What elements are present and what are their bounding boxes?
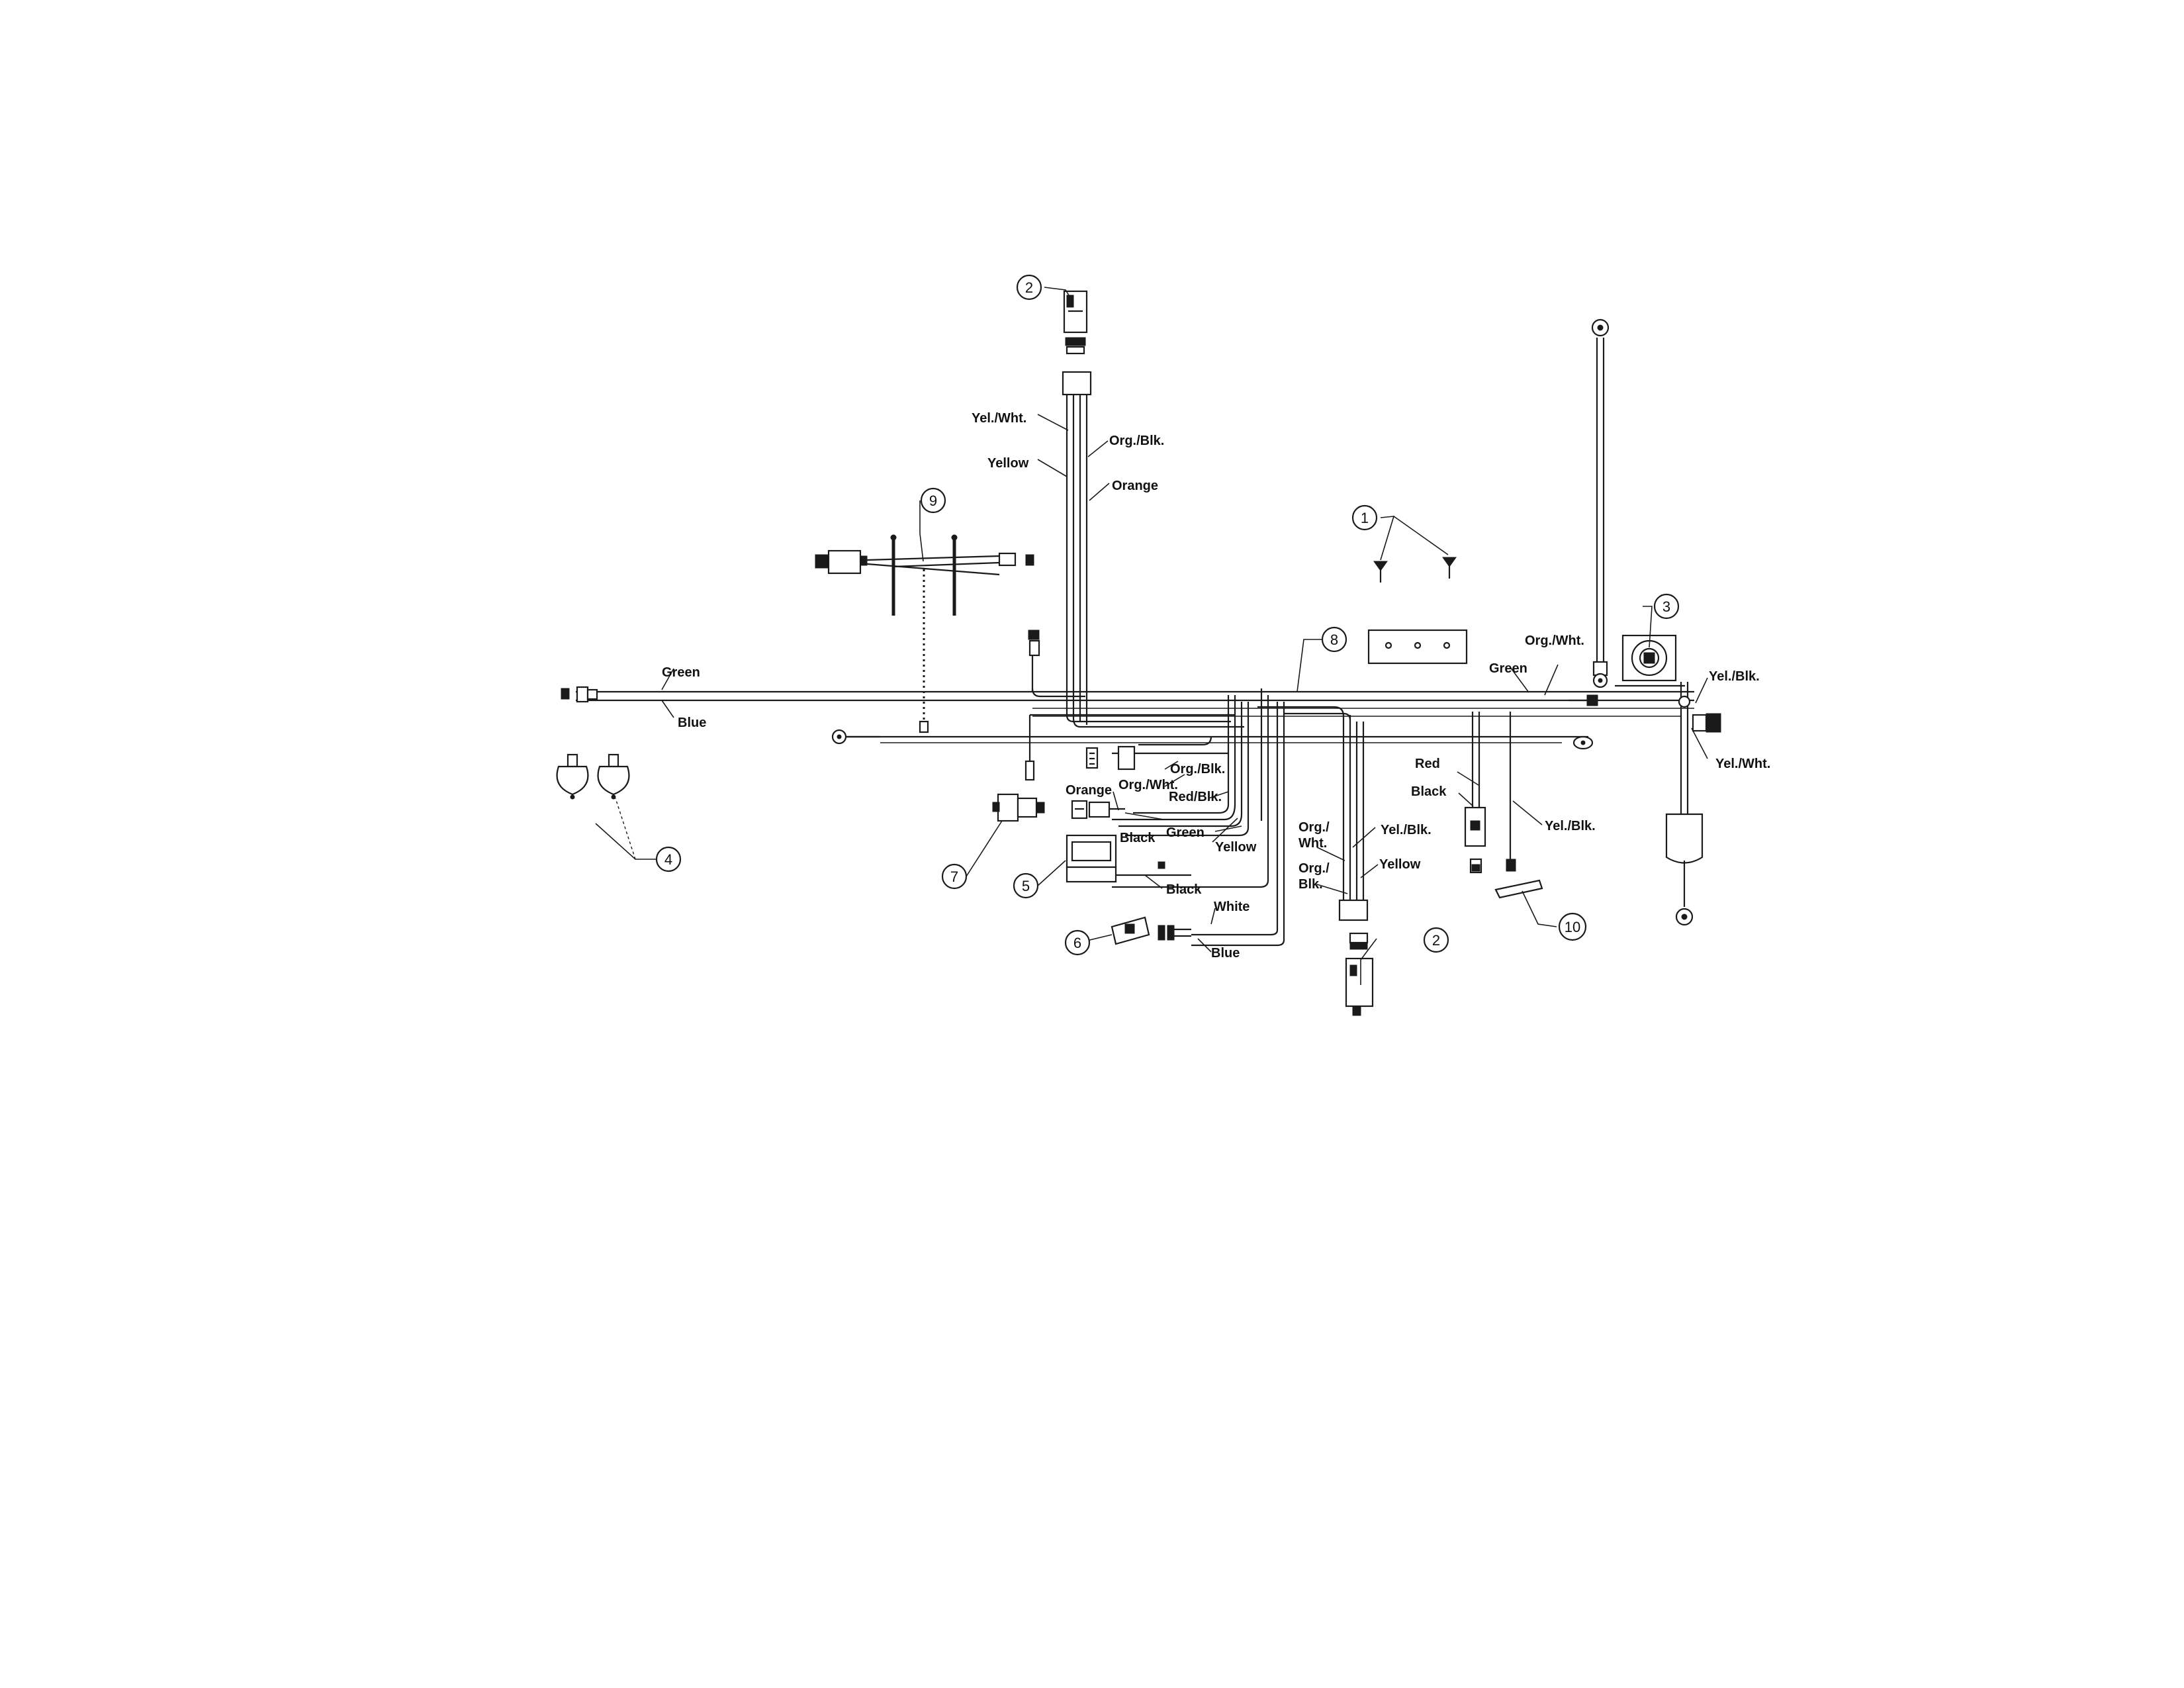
callout-5: 5 (1013, 872, 1039, 899)
callout-8: 8 (1321, 626, 1347, 653)
ring-terminal-right (1572, 735, 1594, 750)
ring-terminal-left (831, 729, 880, 745)
callout-2-top: 2 (1016, 274, 1042, 301)
screws (1373, 557, 1457, 583)
label-red-right: Red (1415, 757, 1440, 771)
label-yellow-top: Yellow (987, 456, 1029, 471)
lower-solenoid-branch (1257, 706, 1369, 921)
label-yellow-mid: Yellow (1215, 840, 1257, 855)
seat-switch (1111, 916, 1191, 945)
callout-3: 3 (1653, 593, 1680, 620)
callout-6: 6 (1064, 929, 1091, 956)
label-org-blk-top: Org./Blk. (1109, 434, 1164, 448)
callout-10: 10 (1558, 912, 1587, 941)
pto-switch (992, 793, 1045, 822)
label-org-wht-lower-1: Org./ (1298, 820, 1330, 835)
label-org-wht-right: Org./Wht. (1525, 633, 1584, 648)
svg-text:6: 6 (1073, 935, 1081, 951)
label-yel-blk-lower-right: Yel./Blk. (1545, 819, 1596, 833)
label-orange-mid: Orange (1066, 783, 1112, 798)
red-black-drop (1464, 712, 1486, 874)
callout-9: 9 (920, 487, 946, 514)
label-yel-wht-top: Yel./Wht. (972, 411, 1026, 426)
callout-1: 1 (1351, 504, 1378, 531)
label-black-low: Black (1166, 882, 1202, 897)
label-org-wht-lower-2: Wht. (1298, 836, 1327, 851)
label-black-right: Black (1411, 784, 1447, 799)
top-solenoid-connector (1063, 290, 1088, 355)
wire-labels: Green Blue Yel./Wht. Org./Blk. Yellow Or… (662, 411, 1770, 961)
control-module (1066, 834, 1191, 883)
middle-connectors (1071, 745, 1136, 820)
label-org-wht-mid: Org./Wht. (1118, 778, 1178, 792)
svg-text:9: 9 (929, 492, 937, 509)
svg-text:1: 1 (1361, 510, 1369, 526)
label-orange-top: Orange (1112, 479, 1158, 493)
svg-text:7: 7 (950, 868, 958, 885)
label-org-blk-lower-2: Blk. (1298, 877, 1323, 892)
cable-ties-harness (815, 534, 1034, 733)
label-yel-wht-right: Yel./Wht. (1715, 757, 1770, 771)
label-red-blk-mid: Red/Blk. (1169, 790, 1222, 804)
mounting-bracket (1367, 629, 1468, 665)
svg-text:3: 3 (1662, 598, 1670, 615)
label-yel-blk-right: Yel./Blk. (1709, 669, 1760, 684)
svg-text:2: 2 (1432, 932, 1440, 949)
label-green-left: Green (662, 665, 700, 680)
top-riser-harness (1062, 371, 1244, 728)
lower-solenoid-connector (1345, 932, 1374, 1016)
svg-text:4: 4 (664, 851, 672, 868)
label-blue-left: Blue (678, 716, 706, 730)
svg-text:2: 2 (1025, 279, 1033, 296)
right-vertical-cable (1591, 318, 1610, 688)
short-vertical-connector (1028, 630, 1085, 698)
left-trunk-connector (561, 686, 598, 703)
headlight-bulbs (556, 753, 630, 800)
svg-text:5: 5 (1022, 878, 1030, 894)
label-white-low: White (1214, 900, 1250, 914)
label-green-right: Green (1489, 661, 1527, 676)
green-wire-end-connector (1569, 694, 1598, 706)
right-end-connector (1665, 682, 1721, 926)
label-org-blk-mid: Org./Blk. (1170, 762, 1225, 776)
yel-blk-drop (1506, 712, 1516, 872)
leader-lines (595, 287, 1708, 985)
label-yellow-lower: Yellow (1379, 857, 1421, 872)
label-green-mid: Green (1166, 825, 1205, 840)
main-harness-trunk (576, 690, 1694, 743)
label-yel-blk-lower: Yel./Blk. (1381, 823, 1432, 837)
callout-4: 4 (655, 846, 682, 872)
label-org-blk-lower-1: Org./ (1298, 861, 1330, 876)
label-black-mid: Black (1120, 831, 1156, 845)
callout-7: 7 (941, 863, 968, 890)
ignition-key (1494, 879, 1543, 899)
callout-2-bottom: 2 (1423, 927, 1449, 953)
middle-bundle (1024, 688, 1285, 947)
svg-text:8: 8 (1330, 632, 1338, 648)
svg-text:10: 10 (1565, 919, 1580, 935)
label-blue-low: Blue (1211, 946, 1240, 961)
